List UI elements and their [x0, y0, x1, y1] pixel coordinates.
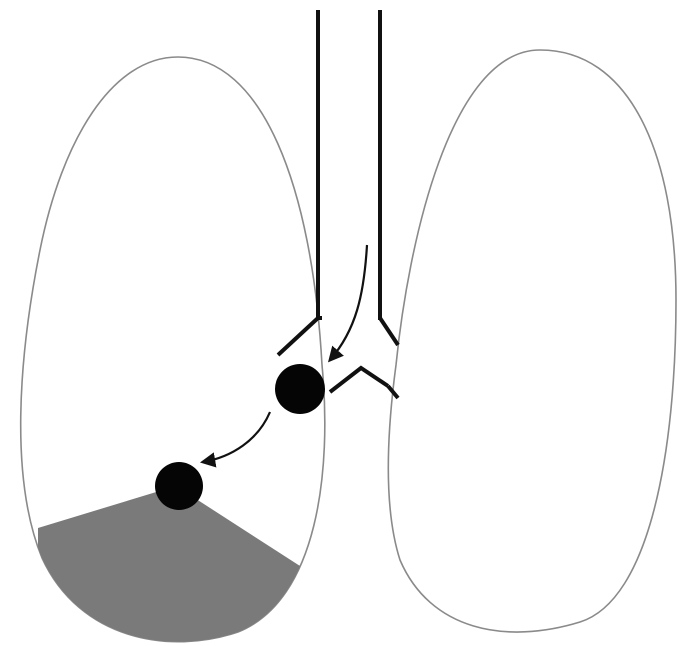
left-lung [388, 50, 676, 632]
embolus-proximal [275, 364, 325, 414]
embolus-distal [155, 462, 203, 510]
trachea [318, 12, 380, 318]
arrow-trachea-to-embolus [330, 245, 367, 360]
